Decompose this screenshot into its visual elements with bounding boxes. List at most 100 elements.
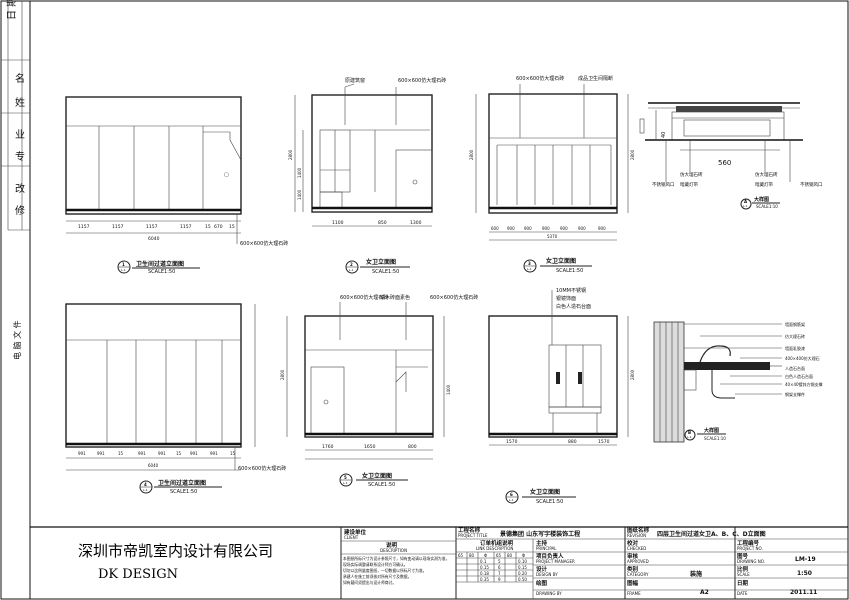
view-title: 女卫立面图 — [530, 488, 560, 496]
dim: 991 — [190, 451, 198, 456]
dim: 900 — [507, 226, 515, 231]
table-cell: 9 — [498, 577, 501, 582]
annotation: 仿大理石砖 — [680, 171, 703, 178]
checked-label-en: CHECKED — [627, 546, 646, 551]
dim-total: 6040 — [148, 463, 159, 468]
dim: 15 — [230, 451, 236, 456]
design-label-en: DESIGN BY — [536, 572, 558, 577]
table-cell: 0.50 — [518, 577, 527, 582]
company-name-cn: 深圳市帝凯室内设计有限公司 — [78, 542, 273, 560]
table-cell: 5 — [498, 559, 501, 564]
approved-label: 审核 — [627, 552, 639, 560]
view-scale: SCALE1:50 — [372, 269, 399, 275]
dim: 40 — [661, 132, 667, 138]
drawn-label: 绘图 — [536, 579, 548, 587]
view-3-restroom-elevation: 600×600仿大理石砖 成品卫生间隔断 2800 2800 600 900 9… — [469, 75, 635, 274]
table-header-cell: Φ — [522, 553, 525, 558]
dim: 880 — [568, 439, 577, 445]
view-scale: SCALE1:10 — [704, 436, 726, 441]
electronic-file-label: 电 脑 文 件 — [12, 320, 22, 360]
table-header-cell: 65 — [496, 553, 502, 558]
revision-label: 姓 — [15, 96, 25, 109]
view-marker-sub: L-1 — [743, 204, 748, 208]
link-table: 65 80 Φ 65 80 Φ 0.1 5 0.10 0.15 6 0.15 0… — [456, 552, 533, 583]
dim: 15 — [118, 451, 124, 456]
view-6-restroom-elevation: 600×600仿大理石砖 镜木砖面素色 600×600仿大理石砖 2800 14… — [280, 294, 478, 488]
view-marker: 6 — [510, 492, 513, 497]
dim: 900 — [524, 226, 532, 231]
table-cell: 0.15 — [480, 565, 489, 570]
material-note: 600×600仿大理石砖 — [238, 465, 286, 472]
table-header-cell: 80 — [507, 553, 513, 558]
title-block: 深圳市帝凯室内设计有限公司 DK DESIGN 建设单位 CLIENT 说明 D… — [30, 526, 848, 599]
pm-label-en: PROJECT MANAGER — [536, 559, 575, 564]
drawing-no-value: LM-19 — [795, 556, 816, 563]
dim-total: 5370 — [547, 234, 558, 239]
description-line: 切勿以比例量度图纸，一切数据以所标尺寸为准。 — [343, 568, 427, 573]
revision-label: 日 期 — [6, 0, 18, 20]
frame-label-en: FRAME — [627, 591, 641, 596]
dim: 1650 — [364, 444, 376, 450]
dim: 1100 — [332, 220, 344, 226]
view-scale: SCALE1:50 — [368, 482, 395, 488]
scale-value: 1:50 — [797, 570, 812, 577]
description-line: 现场实际调整请联系设计师方可确认。 — [343, 562, 408, 567]
annotation: 600×600仿大理石砖 — [340, 294, 388, 301]
annotation: 仿大理石砖 — [785, 333, 805, 339]
client-label-en: CLIENT — [344, 535, 359, 540]
project-label-en: PROJECT TITLE — [458, 533, 488, 538]
company-name-en: DK DESIGN — [98, 567, 178, 582]
view-title: 大样图 — [704, 427, 719, 434]
annotation: 600×600仿大理石砖 — [430, 294, 478, 301]
annotation: 400×400仿大理石 — [785, 355, 820, 361]
annotation: 原建筑窗 — [345, 77, 365, 84]
table-cell: 0.35 — [480, 577, 489, 582]
drawing-no-label: 图号 — [737, 552, 749, 560]
annotation: 钢架支撑件 — [785, 391, 805, 397]
dim: 15 — [205, 224, 211, 230]
drawing-name-label: 图纸名称 — [627, 526, 650, 534]
view-title: 卫生间过道立面图 — [136, 260, 184, 268]
pm-label: 项目负责人 — [536, 552, 564, 560]
material-note: 600×600仿大理石砖 — [240, 240, 288, 247]
table-cell: 0.18 — [480, 571, 489, 576]
view-marker-sub: L-1 — [343, 481, 348, 485]
dim-total: 6040 — [148, 236, 160, 242]
svg-text:▢: ▢ — [224, 172, 229, 178]
annotation: 白色人造石台面 — [556, 303, 591, 310]
project-no-label: 工程编号 — [737, 539, 760, 547]
dim: 850 — [378, 220, 387, 226]
dim: 1570 — [598, 439, 610, 445]
view-title: 女卫立面图 — [546, 257, 576, 265]
dim: 900 — [598, 226, 606, 231]
annotation: 不锈钢风口 — [800, 181, 823, 188]
description-label-en: DESCRIPTION — [380, 548, 407, 553]
dim: 991 — [158, 451, 166, 456]
drawn-label-en: DRAWING BY — [536, 591, 562, 596]
frame-label: 图幅 — [627, 579, 639, 587]
dim: 900 — [578, 226, 586, 231]
dim: 2800 — [469, 149, 474, 160]
view-marker: B — [688, 430, 691, 435]
view-marker-sub: L-1 — [687, 435, 692, 439]
annotation: 墙面乳胶漆 — [785, 345, 805, 351]
dim: 2800 — [630, 149, 635, 160]
view-marker-sub: L-1 — [143, 488, 148, 492]
scale-label-en: SCALE — [737, 572, 750, 577]
annotation: 银镜饰面 — [556, 295, 576, 302]
principal-label: 主持 — [536, 539, 548, 547]
drawing-name: 四层卫生间过道女卫A、B、C、D立面图 — [657, 530, 766, 538]
view-2-restroom-elevation: 原建筑窗 600×600仿大理石砖 2800 1400 1400 1100 85… — [288, 77, 446, 275]
dim: 15 — [229, 224, 235, 230]
date-label: 日期 — [737, 579, 749, 587]
annotation: 成品卫生间隔断 — [578, 75, 613, 82]
principal-label-en: PRINCIPAL — [536, 546, 557, 551]
view-scale: SCALE1:50 — [170, 489, 197, 495]
annotation: 600×600仿大理石砖 — [398, 77, 446, 84]
view-4-detail-a: 40 560 不锈钢风口 仿大理石砖 暗藏灯带 仿大理石砖 暗藏灯带 不锈钢风口… — [639, 102, 823, 210]
view-5-corridor-elevation: 991 991 15 991 991 15 991 991 15 6040 60… — [65, 303, 286, 495]
annotation: 40×40镀锌方钢支撑 — [785, 381, 823, 387]
view-title: 卫生间过道立面图 — [158, 479, 206, 487]
view-title: 女卫立面图 — [366, 258, 396, 266]
dim: 15 — [176, 451, 182, 456]
